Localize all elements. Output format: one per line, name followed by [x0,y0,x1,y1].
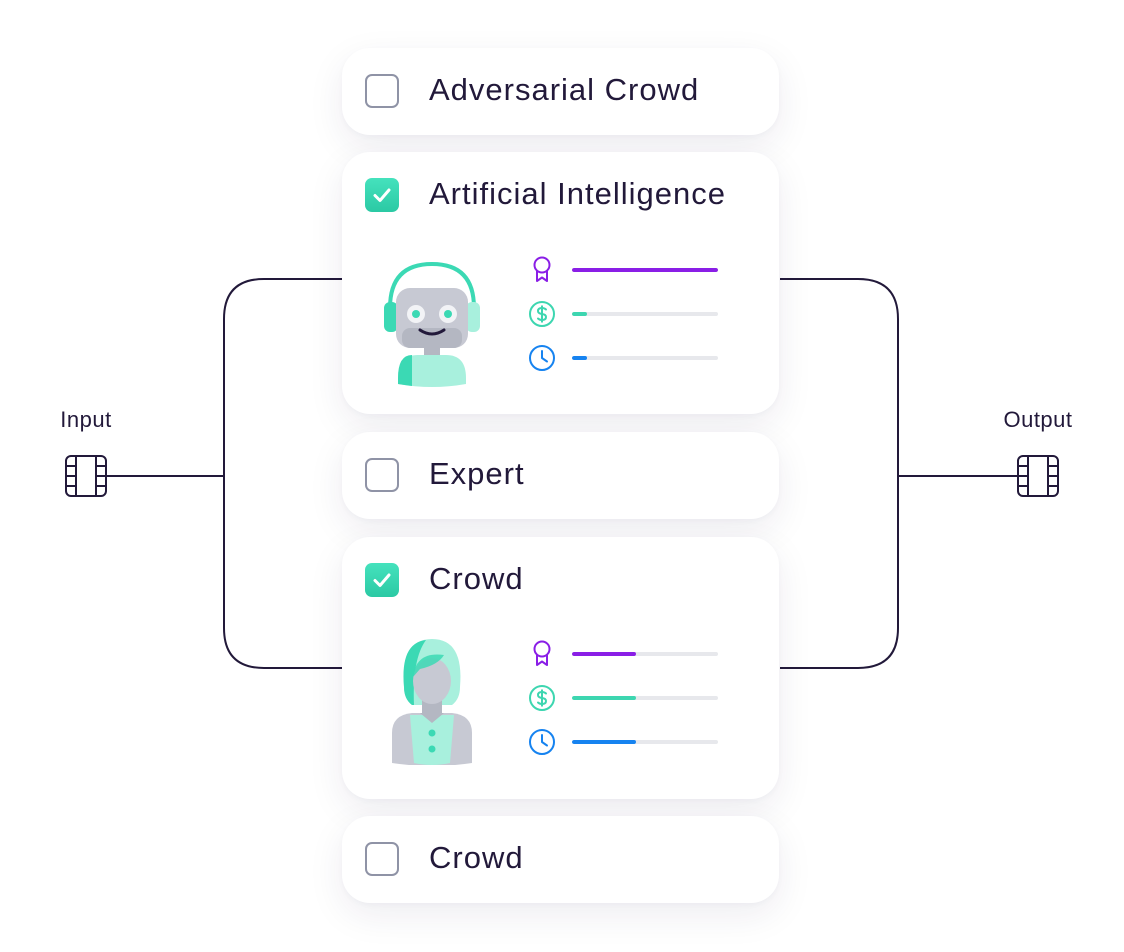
woman-worker-icon [392,639,472,765]
checkmark-icon [373,188,391,202]
option-title: Adversarial Crowd [429,72,700,107]
left-branch [223,278,342,669]
option-checkbox[interactable] [365,458,399,492]
clock-icon [529,729,555,755]
option-title: Artificial Intelligence [429,176,726,211]
time-bar [572,740,718,744]
option-title: Expert [429,456,525,491]
right-branch [780,278,899,669]
option-checkbox[interactable] [365,842,399,876]
output-label: Output [1003,407,1073,432]
quality-bar [572,268,718,272]
dollar-coin-icon [529,685,555,711]
robot-headset-icon [384,261,480,387]
option-title: Crowd [429,561,524,596]
output-film-strip-icon [1017,455,1059,497]
clock-icon [529,345,555,371]
time-bar [572,356,718,360]
award-ribbon-icon [533,640,551,666]
input-film-strip-icon [65,455,107,497]
cost-bar [572,312,718,316]
quality-bar-fill [572,652,637,656]
option-card-crowd-2[interactable]: Crowd [342,816,779,903]
dollar-coin-icon [529,301,555,327]
option-card-adversarial-crowd[interactable]: Adversarial Crowd [342,48,779,135]
cost-bar-fill [572,696,637,700]
option-card-artificial-intelligence[interactable]: Artificial Intelligence [342,152,779,414]
option-title: Crowd [429,840,524,875]
award-ribbon-icon [533,256,551,282]
time-bar-fill [572,740,637,744]
option-card-crowd[interactable]: Crowd [342,537,779,799]
cost-bar-fill [572,312,587,316]
option-checkbox[interactable] [365,74,399,108]
checkmark-icon [373,573,391,587]
option-checkbox[interactable] [365,178,399,212]
quality-bar [572,652,718,656]
input-label: Input [60,407,112,432]
quality-bar-fill [572,268,718,272]
option-checkbox[interactable] [365,563,399,597]
time-bar-fill [572,356,587,360]
cost-bar [572,696,718,700]
option-card-expert[interactable]: Expert [342,432,779,519]
